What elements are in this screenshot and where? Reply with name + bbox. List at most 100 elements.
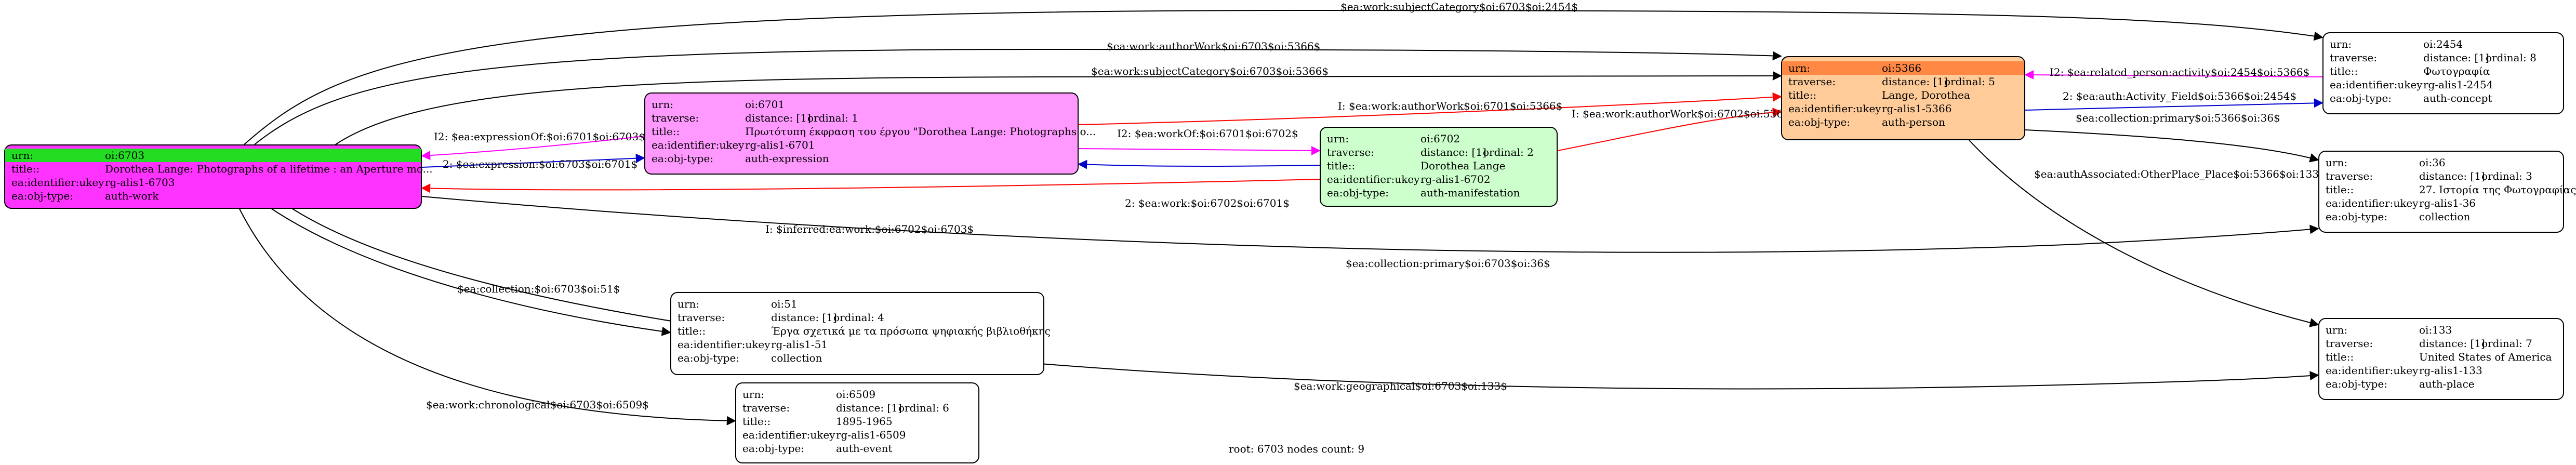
urn-key: urn: [2330, 38, 2352, 50]
type-key: ea:obj-type: [678, 352, 740, 364]
type-key: ea:obj-type: [2326, 210, 2388, 223]
title-value: Έργα σχετικά με τα πρόσωπα ψηφιακής βιβλ… [771, 325, 1051, 337]
traverse-key: traverse: [678, 311, 725, 324]
title-key: title:: [11, 163, 40, 175]
distance-value: distance: [1] [2423, 51, 2489, 64]
distance-value: distance: [1] [2419, 170, 2485, 182]
ukey-value: rg-alis1-5366 [1882, 102, 1952, 115]
edge-label: I2: $ea:expressionOf:$oi:6701$oi:6703$ [434, 130, 645, 143]
distance-value: distance: [1] [771, 311, 837, 324]
ukey-key: ea:identifier:ukey [652, 139, 745, 151]
title-value: United States of America [2419, 351, 2552, 363]
urn-value: oi:51 [771, 298, 798, 310]
title-key: title:: [1327, 160, 1356, 172]
edge-label: I2: $ea:workOf:$oi:6701$oi:6702$ [1117, 127, 1298, 140]
distance-value: distance: [1] [1420, 146, 1486, 158]
node-collection-36[interactable]: urn: oi:36 traverse: distance: [1] ordin… [2318, 151, 2576, 233]
ukey-key: ea:identifier:ukey [678, 338, 771, 351]
urn-key: urn: [2326, 324, 2348, 336]
title-value: Lange, Dorothea [1882, 89, 1970, 101]
title-value: Φωτογραφία [2423, 65, 2490, 77]
edge-label: I2: $ea:related_person:activity$oi:2454$… [2050, 66, 2309, 78]
title-key: title:: [742, 415, 771, 428]
edge-6703-5366-author [254, 48, 1782, 145]
traverse-key: traverse: [742, 402, 790, 414]
type-key: ea:obj-type: [2330, 92, 2392, 104]
traverse-key: traverse: [1788, 75, 1836, 88]
ukey-value: rg-alis1-6701 [745, 139, 815, 151]
edge-6703-6509-chronological [238, 207, 736, 426]
urn-value: oi:6509 [836, 388, 876, 401]
title-value: 1895-1965 [836, 415, 893, 428]
node-person-5366[interactable]: urn: oi:5366 traverse: distance: [1] ord… [1781, 56, 2025, 140]
ordinal-value: ordinal: 6 [898, 402, 949, 414]
edge-2454-5366-related [2024, 70, 2323, 80]
ukey-value: rg-alis1-51 [771, 338, 828, 351]
type-key: ea:obj-type: [652, 152, 714, 165]
type-key: ea:obj-type: [2326, 378, 2388, 390]
title-key: title:: [2326, 351, 2354, 363]
edge-label: $ea:authAssociated:OtherPlace_Place$oi:5… [2034, 168, 2326, 180]
ukey-value: rg-alis1-6702 [1420, 173, 1491, 185]
ordinal-value: ordinal: 3 [2481, 170, 2532, 182]
urn-value: oi:6701 [745, 98, 785, 111]
urn-key: urn: [11, 149, 34, 162]
edge-6703-36-collection [421, 196, 2319, 253]
edge-6703-6701-expression [421, 153, 645, 168]
node-expression-6701[interactable]: urn: oi:6701 traverse: distance: [1] ord… [644, 92, 1096, 175]
edge-6702-6703-inferred [421, 179, 1320, 193]
type-key: ea:obj-type: [1327, 187, 1389, 199]
ukey-key: ea:identifier:ukey [2326, 197, 2419, 209]
edge-5366-2454-activity [2025, 98, 2323, 111]
edge-label: $ea:work:subjectCategory$oi:6703$oi:2454… [1340, 1, 1578, 13]
traverse-key: traverse: [2326, 170, 2373, 182]
edge-label: $ea:work:subjectCategory$oi:6703$oi:5366… [1091, 65, 1329, 77]
node-work-6703[interactable]: urn: oi:6703 title:: Dorothea Lange: Pho… [4, 144, 433, 209]
traverse-key: traverse: [1327, 146, 1375, 158]
ordinal-value: ordinal: 5 [1944, 75, 1995, 88]
edge-6701-6703-expressionOf [421, 136, 645, 161]
type-value: collection [2419, 210, 2471, 223]
type-key: ea:obj-type: [11, 190, 74, 202]
node-manifestation-6702[interactable]: urn: oi:6702 traverse: distance: [1] ord… [1320, 127, 1558, 207]
type-value: auth-manifestation [1420, 187, 1520, 199]
edge-label: $ea:work:geographical$oi:6703$oi:133$ [1294, 380, 1507, 392]
ukey-value: rg-alis1-36 [2419, 197, 2476, 209]
type-value: auth-expression [745, 152, 829, 165]
urn-key: urn: [1788, 62, 1811, 74]
edge-6701-6702-workOf [1078, 145, 1321, 155]
edge-label: I: $ea:work:authorWork$oi:6702$oi:5366$ [1572, 108, 1796, 120]
traverse-key: traverse: [2330, 51, 2378, 64]
edge-label: $ea:collection:primary$oi:6703$oi:36$ [1346, 257, 1550, 270]
urn-value: oi:5366 [1882, 62, 1922, 74]
node-event-6509[interactable]: urn: oi:6509 traverse: distance: [1] ord… [735, 382, 979, 463]
urn-key: urn: [678, 298, 700, 310]
urn-value: oi:6703 [105, 149, 145, 162]
ordinal-value: ordinal: 8 [2486, 51, 2537, 64]
title-value: Dorothea Lange: Photographs of a lifetim… [105, 163, 433, 175]
type-value: collection [771, 352, 822, 364]
ukey-key: ea:identifier:ukey [11, 176, 104, 189]
edge-6703-133-geographical [290, 207, 2319, 390]
node-concept-2454[interactable]: urn: oi:2454 traverse: distance: [1] ord… [2322, 32, 2564, 114]
edge-label: I: $inferred:ea:work:$oi:6702$oi:6703$ [765, 223, 974, 235]
edge-label: I: $ea:work:authorWork$oi:6701$oi:5366$ [1338, 100, 1562, 112]
edge-5366-36-collection [2025, 129, 2319, 163]
ordinal-value: ordinal: 7 [2481, 337, 2532, 350]
graph-footer: root: 6703 nodes count: 9 [1229, 443, 1365, 455]
ordinal-value: ordinal: 1 [807, 112, 858, 124]
ukey-key: ea:identifier:ukey [1788, 102, 1881, 115]
urn-value: oi:6702 [1420, 132, 1460, 145]
type-value: auth-event [836, 442, 893, 455]
edge-label: $ea:work:chronological$oi:6703$oi:6509$ [426, 398, 649, 411]
distance-value: distance: [1] [745, 112, 811, 124]
traverse-key: traverse: [652, 112, 699, 124]
edge-6702-6701-work [1078, 160, 1320, 169]
edge-6703-51-collection [270, 207, 671, 336]
type-value: auth-work [105, 190, 159, 202]
title-key: title:: [652, 125, 680, 138]
type-value: auth-concept [2423, 92, 2492, 104]
node-collection-51[interactable]: urn: oi:51 traverse: distance: [1] ordin… [670, 292, 1051, 375]
node-place-133[interactable]: urn: oi:133 traverse: distance: [1] ordi… [2318, 318, 2564, 400]
distance-value: distance: [1] [836, 402, 902, 414]
